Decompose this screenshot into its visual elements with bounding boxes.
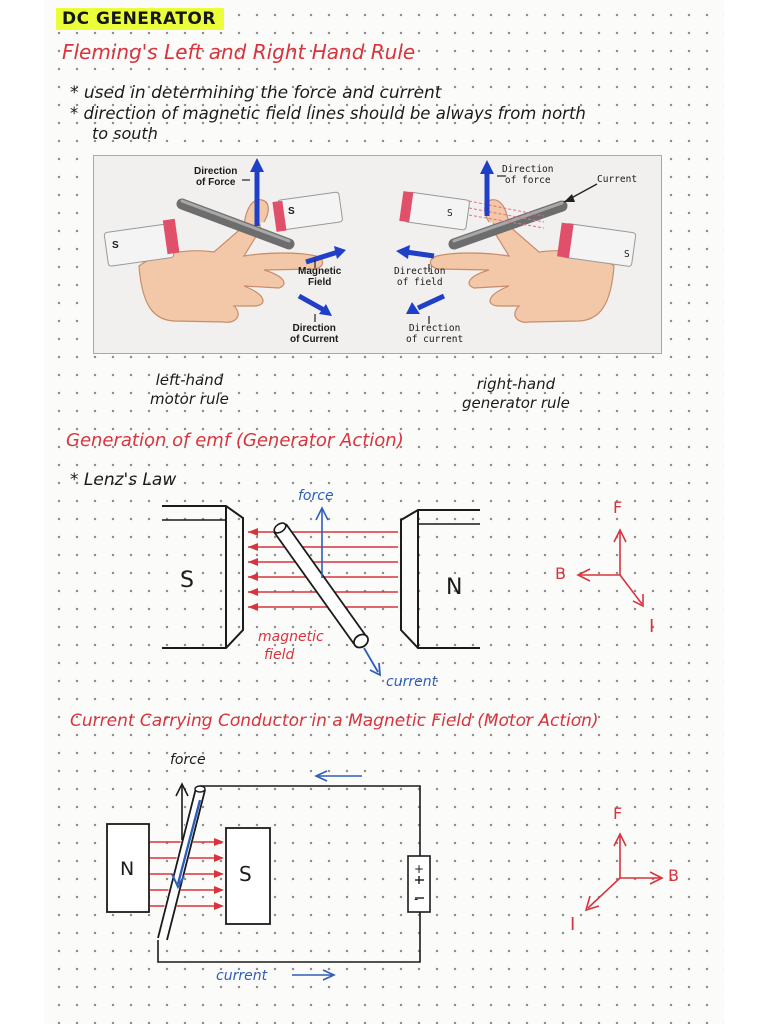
right-field-arrow [405, 249, 435, 259]
right-field-lines [468, 200, 545, 229]
left-field-arrow [305, 249, 339, 265]
label-direction-of-force-left: Direction of Force [194, 166, 238, 188]
motor-current-label: current [216, 968, 268, 984]
generator-pole-s [162, 505, 244, 649]
bullet-lenz-law: * Lenz's Law [70, 470, 177, 490]
caption-right-hand-generator-rule: right-hand generator rule [462, 375, 570, 412]
left-magnet-label-b: S [288, 206, 295, 217]
generator-conductor [273, 521, 369, 649]
right-magnet-label-a: S [447, 208, 453, 219]
bullet-direction: * direction of magnetic field lines shou… [70, 104, 586, 123]
page-margin-left [0, 0, 44, 1024]
motor-label-n: N [120, 858, 135, 880]
label-direction-of-field-right: Direction of field [394, 266, 446, 288]
label-direction-of-current-right: Direction of current [406, 323, 464, 345]
generator-field-arrowheads [248, 528, 258, 611]
motor-fbi-axes [584, 832, 664, 912]
motor-field-arrowheads [214, 838, 224, 910]
generator-current-arrow [363, 647, 379, 673]
right-magnet-upper [399, 191, 470, 231]
left-magnet-lower [103, 218, 180, 267]
generator-pole-n [400, 509, 480, 649]
left-magnet-label-a: S [112, 240, 119, 251]
motor-axis-f: F [613, 804, 623, 823]
left-magnet-upper [272, 191, 343, 232]
generator-label-s: S [180, 568, 194, 593]
left-current-arrow [297, 293, 326, 313]
right-current-arrow [416, 293, 446, 311]
right-magnet-lower [557, 222, 637, 267]
generator-current-label: current [386, 674, 438, 690]
motor-conductor [156, 785, 206, 942]
bullet-continuation: to south [92, 124, 158, 143]
label-direction-of-current-left: Direction of Current [290, 323, 339, 345]
motor-force-label: force [170, 752, 206, 768]
generator-field-lines [248, 531, 398, 608]
fleming-figure-drawing [103, 158, 637, 324]
motor-battery-plus: + [414, 862, 425, 876]
motor-pole-n [106, 823, 150, 913]
left-conductor-rod [176, 198, 295, 250]
caption-left-hand-motor-rule: left-hand motor rule [150, 371, 229, 408]
motor-label-s: S [239, 862, 252, 886]
bullet-used-in: * used in determining the force and curr… [70, 83, 442, 103]
right-conductor-rod [448, 200, 568, 250]
motor-pole-s [225, 827, 271, 925]
heading-generator-action: Generation of emf (Generator Action) [66, 430, 404, 451]
generator-axis-b: B [555, 564, 566, 583]
page-margin-right [724, 0, 768, 1024]
label-direction-of-force-right: Direction of force [502, 164, 554, 186]
page-title: DC GENERATOR [56, 8, 224, 30]
generator-force-label: force [298, 488, 334, 504]
motor-axis-i: I [570, 914, 576, 935]
fleming-rule-figure: Direction of Force Magnetic Field Direct… [93, 155, 662, 354]
generator-axis-f: F [613, 498, 623, 517]
motor-axis-b: B [668, 866, 679, 885]
generator-axis-i: I [649, 616, 655, 637]
right-magnet-label-b: S [624, 249, 630, 260]
heading-fleming-rule: Fleming's Left and Right Hand Rule [62, 40, 416, 64]
motor-circuit [157, 785, 421, 963]
heading-motor-action: Current Carrying Conductor in a Magnetic… [70, 711, 599, 731]
generator-label-n: N [446, 575, 463, 600]
generator-magnetic-field-label: magnetic field [258, 629, 324, 663]
label-magnetic-field-left: Magnetic Field [298, 266, 342, 288]
label-current-right: Current [597, 174, 638, 185]
generator-fbi-axes [576, 528, 644, 608]
motor-battery-minus: - [414, 892, 419, 906]
